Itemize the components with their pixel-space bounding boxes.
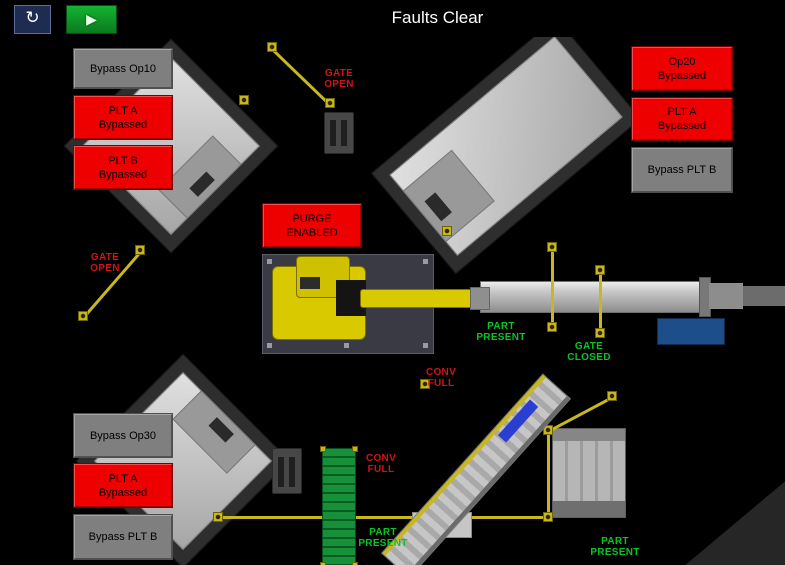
pallet-fixture xyxy=(272,448,302,494)
fixture-slot xyxy=(330,120,336,146)
conveyor-tail-edge xyxy=(743,286,785,306)
title-bar: ↻ ▶ Faults Clear xyxy=(0,0,785,37)
cycle-icon: ↻ xyxy=(25,8,40,27)
bypass-op10-button[interactable]: Bypass Op10 xyxy=(73,48,173,89)
fence-post xyxy=(543,425,553,435)
fence-post xyxy=(607,391,617,401)
bolt xyxy=(423,343,428,348)
button-label: ENABLED xyxy=(286,226,338,239)
fence-post xyxy=(78,311,88,321)
gate-open-indicator: GATE OPEN xyxy=(324,68,354,90)
button-label: Bypass PLT B xyxy=(647,164,717,176)
bolt xyxy=(267,343,272,348)
fence-post xyxy=(595,265,605,275)
bolt xyxy=(267,259,272,264)
button-label: Op20 xyxy=(668,55,696,68)
robot-detail xyxy=(300,277,320,289)
button-label: Bypassed xyxy=(98,168,148,181)
machine-op20 xyxy=(370,37,642,275)
conveyor-side-edge xyxy=(406,396,570,565)
button-label: Bypassed xyxy=(98,118,148,131)
button-label: Bypassed xyxy=(657,69,707,82)
fence-post xyxy=(239,95,249,105)
purge-enabled-button[interactable]: PURGE ENABLED xyxy=(262,203,362,248)
pallet-fixture xyxy=(324,112,354,154)
fence-line xyxy=(551,247,554,327)
sensor-dot xyxy=(320,562,326,565)
cycle-start-button[interactable]: ▶ xyxy=(66,5,117,34)
sensor-dot xyxy=(352,446,358,452)
parts-cart xyxy=(552,428,626,518)
button-label: PURGE xyxy=(292,212,332,225)
fixture-slot xyxy=(289,457,295,487)
fence-post xyxy=(547,242,557,252)
fence-post xyxy=(420,379,430,389)
green-conveyor xyxy=(320,446,358,565)
blue-pallet xyxy=(657,318,725,345)
fence-post xyxy=(325,98,335,108)
button-label: Bypass Op30 xyxy=(89,429,157,442)
fence-post xyxy=(595,328,605,338)
fence-line xyxy=(547,430,550,517)
floor-wedge xyxy=(658,477,785,565)
bypass-op20-plt-b-button[interactable]: Bypass PLT B xyxy=(631,147,733,193)
op20-bypassed-button[interactable]: Op20 Bypassed xyxy=(631,46,733,91)
cycle-mode-button[interactable]: ↻ xyxy=(14,5,51,34)
button-label: Bypassed xyxy=(98,486,148,499)
conv-full-indicator: CONV FULL xyxy=(365,453,397,475)
robot-arm xyxy=(360,289,474,308)
play-icon: ▶ xyxy=(86,11,97,27)
button-label: PLT A xyxy=(108,104,138,117)
cart-top-rail xyxy=(553,429,625,441)
fence-post xyxy=(267,42,277,52)
op20-plt-a-bypassed-button[interactable]: PLT A Bypassed xyxy=(631,97,733,141)
fence-line xyxy=(599,270,602,333)
button-label: Bypassed xyxy=(657,120,707,132)
fence-post xyxy=(543,512,553,522)
op10-plt-a-bypassed-button[interactable]: PLT A Bypassed xyxy=(73,95,173,140)
bypass-op30-plt-b-button[interactable]: Bypass PLT B xyxy=(73,514,173,560)
conveyor-tail xyxy=(709,283,743,309)
fence-line xyxy=(215,516,548,519)
op30-plt-a-bypassed-button[interactable]: PLT A Bypassed xyxy=(73,463,173,508)
bypass-op30-button[interactable]: Bypass Op30 xyxy=(73,413,173,458)
sensor-dot xyxy=(352,562,358,565)
fence-post xyxy=(213,512,223,522)
button-label: PLT A xyxy=(667,106,697,118)
part-present-indicator: PART PRESENT xyxy=(358,527,408,549)
gate-open-indicator: GATE OPEN xyxy=(90,252,120,274)
robot-gripper xyxy=(470,287,490,310)
fence-post xyxy=(135,245,145,255)
fixture-slot xyxy=(341,120,347,146)
machine-body xyxy=(389,37,623,257)
bolt xyxy=(344,343,349,348)
gate-closed-indicator: GATE CLOSED xyxy=(567,341,611,363)
fence-post xyxy=(442,226,452,236)
button-label: PLT B xyxy=(108,154,138,167)
part-present-indicator: PART PRESENT xyxy=(590,536,640,558)
conv-full-indicator: CONV FULL xyxy=(425,367,457,389)
bolt xyxy=(423,259,428,264)
button-label: Bypass PLT B xyxy=(88,531,158,543)
fixture-slot xyxy=(278,457,284,487)
cell-layout-scene: Bypass Op10 PLT A Bypassed PLT B Bypasse… xyxy=(0,37,785,565)
fault-banner: Faults Clear xyxy=(391,8,484,27)
sensor-dot xyxy=(320,446,326,452)
fence-post xyxy=(547,322,557,332)
op10-plt-b-bypassed-button[interactable]: PLT B Bypassed xyxy=(73,145,173,190)
cart-base xyxy=(553,501,625,517)
button-label: PLT A xyxy=(108,472,138,485)
button-label: Bypass Op10 xyxy=(89,62,157,75)
part-present-indicator: PART PRESENT xyxy=(476,321,526,343)
transfer-conveyor xyxy=(480,281,704,313)
